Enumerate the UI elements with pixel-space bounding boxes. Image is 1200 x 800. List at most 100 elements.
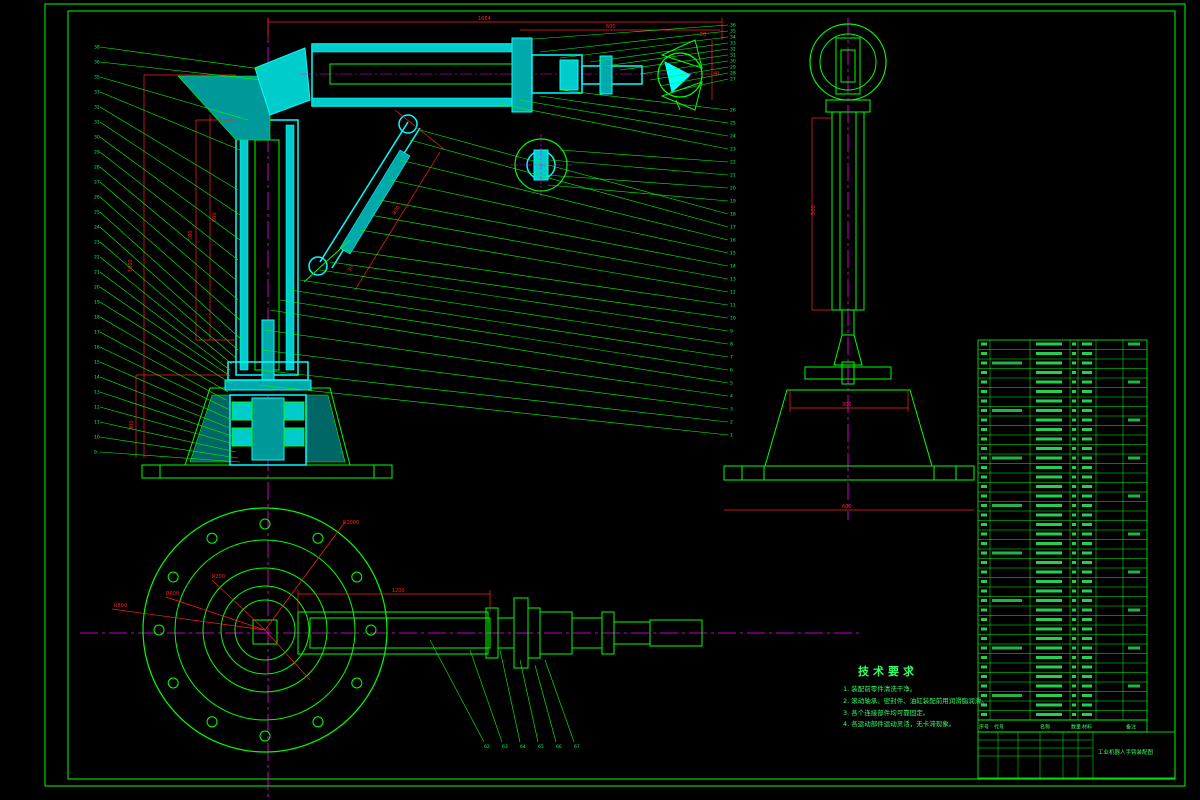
dim-mast-inner: 500 [212,212,218,222]
bolt-hole [259,730,271,742]
callout-label: 24 [730,134,736,140]
diagonal-cylinder [303,114,421,283]
leader-line [639,60,729,75]
callout-label: 12 [94,405,100,411]
dim-side-base-top: 300 [842,402,852,408]
dim-upper-arm: 600 [606,24,616,30]
callout-label: 10 [730,316,736,322]
parts-list-header: 备注 [1126,724,1136,731]
callout-label: 2 [730,420,733,426]
bolt-hole [153,624,165,636]
leader-line [604,48,729,67]
callout-label: 65 [538,744,544,750]
leader-line [99,151,239,261]
callout-label: 36 [94,60,100,66]
callout-label: 7 [730,355,733,361]
callout-label: 21 [730,173,736,179]
dim-plan-r2: R800 [114,603,127,609]
callout-label: 26 [730,108,736,114]
callout-label: 17 [94,330,100,336]
inner-border [67,10,1176,780]
dim-side-mast: 500 [811,205,817,215]
leader-line [539,30,729,53]
leader-line [409,139,729,228]
dim-overall-width: 1664 [478,16,491,22]
callout-label: 25 [94,210,100,216]
leader-line [99,256,233,365]
callout-label: 28 [730,71,736,77]
leader-line [419,129,729,215]
leader-line [344,249,729,306]
callout-label: 63 [502,744,508,750]
callout-label: 1 [730,433,733,439]
front-dimensions [135,18,723,458]
callout-label: 35 [730,29,736,35]
dim-plan-r4: R200 [212,574,225,580]
section-detail [510,134,572,196]
callout-label: 32 [730,47,736,53]
leader-line [544,659,575,743]
leader-line [257,384,729,436]
dim-plan-r1: R1000 [343,520,359,526]
leader-line [269,309,729,384]
leader-line [99,301,233,385]
callout-label: 24 [94,225,100,231]
bolt-hole [206,532,218,544]
front-view: 1664 600 50 40 1000 500 500 300 800 30 [99,16,729,743]
callout-label: 19 [730,199,736,205]
callout-label: 36 [730,23,736,29]
dim-mast-height: 500 [188,230,194,240]
callout-label: 4 [730,394,733,400]
leader-line [99,61,263,81]
callout-label: 11 [94,420,100,426]
leader-line [99,136,241,241]
callout-label: 16 [94,345,100,351]
leader-lines [99,24,729,743]
dim-base-height: 300 [129,420,135,430]
leader-line [264,329,729,397]
leader-line [99,451,241,463]
parts-list-header: 代号 [994,724,1004,731]
leader-line [499,103,729,150]
leader-line [99,181,239,301]
callout-label: 31 [730,53,736,59]
callout-label: 14 [730,264,736,270]
callout-label: 32 [94,105,100,111]
leader-line [534,664,557,743]
leader-line [329,261,729,319]
callout-label: 35 [94,75,100,81]
callout-label: 20 [730,186,736,192]
leader-line [99,376,231,429]
leader-line [519,24,729,41]
leader-line [99,91,241,151]
dim-plan-r3: R600 [166,591,179,597]
callout-label: 33 [730,41,736,47]
leader-line [499,649,521,743]
leader-line [589,42,729,63]
leader-line [99,421,237,453]
bolt-hole [351,677,363,689]
leader-line [99,76,249,121]
callout-label: 28 [94,165,100,171]
leader-line [279,299,729,371]
dim-upper-arm-tail: 50 [700,32,706,38]
leader-line [99,346,231,411]
callout-label: 5 [730,381,733,387]
dim-cylinder-offset: 30 [347,264,355,273]
callout-label: 26 [94,195,100,201]
leader-line [549,159,729,176]
plan-view: 1200 R1000 R800 R600 R200 [111,507,703,753]
callout-label: 34 [730,35,736,41]
side-view: 500 300 600 [723,23,975,511]
leader-line [319,269,729,332]
leader-line [544,174,729,189]
leader-line [519,659,539,743]
leader-line [99,286,231,377]
callout-label: 19 [94,300,100,306]
leader-line [379,199,729,267]
bolt-hole [351,571,363,583]
callout-label: 17 [730,225,736,231]
leader-line [261,349,729,410]
callout-label: 22 [94,255,100,261]
